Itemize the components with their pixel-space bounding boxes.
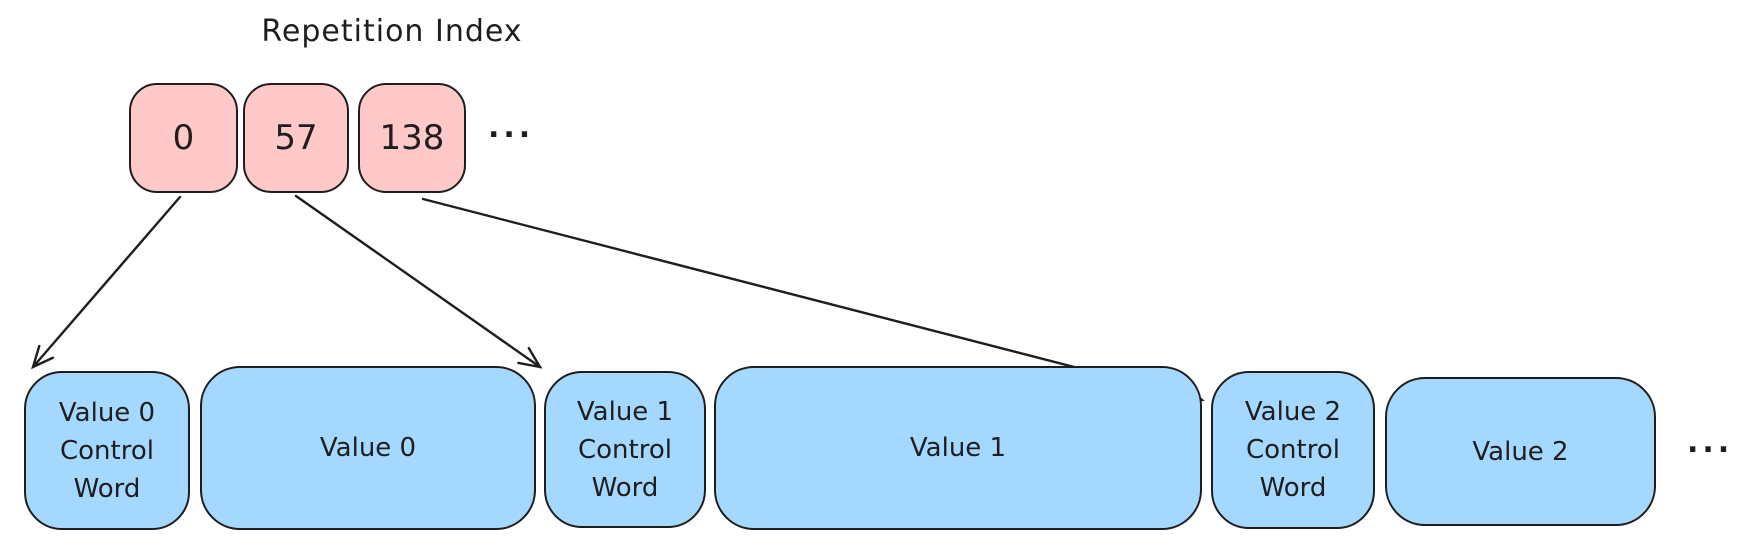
block-value1: Value 1 <box>714 366 1202 530</box>
arrow-index0-to-value0-control-word <box>31 195 182 370</box>
arrow-index57-to-value1-control-word <box>294 194 543 369</box>
block-value1-control-word: Value 1 Control Word <box>544 371 706 528</box>
index-box-138: 138 <box>358 83 466 193</box>
repetition-index-title: Repetition Index <box>261 14 523 49</box>
index-box-0: 0 <box>129 83 238 193</box>
block-value0-control-word: Value 0 Control Word <box>24 371 190 530</box>
index-row-ellipsis: ... <box>488 110 535 145</box>
block-value2: Value 2 <box>1385 377 1656 526</box>
block-value0: Value 0 <box>200 366 536 530</box>
index-box-57: 57 <box>243 83 349 193</box>
stream-row-ellipsis: ... <box>1687 425 1734 460</box>
block-value2-control-word: Value 2 Control Word <box>1211 371 1375 529</box>
